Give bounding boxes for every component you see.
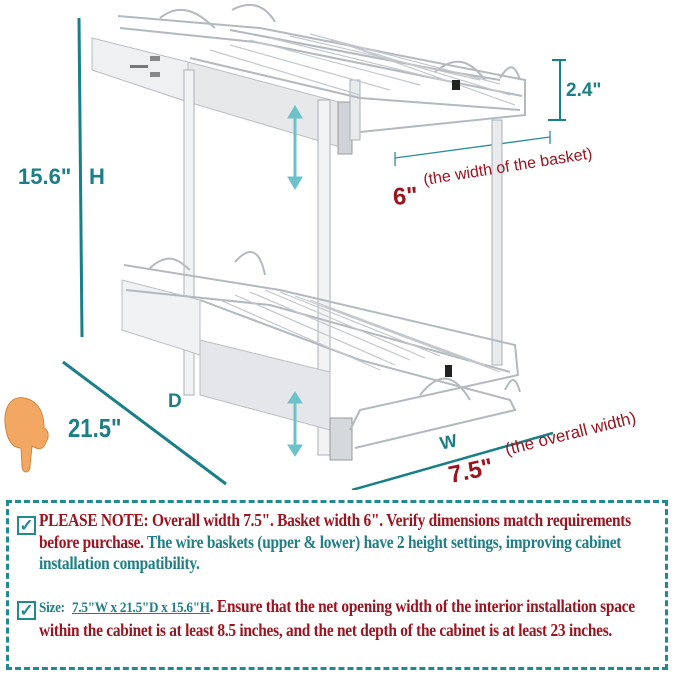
notes-panel: ✓ PLEASE NOTE: Overall width 7.5". Baske… [6,500,668,670]
note-1-info: The wire baskets (upper & lower) have 2 … [39,531,622,574]
basket-height-value: 2.4" [566,80,602,101]
size-label: Size: [39,600,65,616]
depth-value: 21.5" [68,413,122,443]
note-2-requirements: . Ensure that the net opening width of t… [39,596,635,640]
note-1: PLEASE NOTE: Overall width 7.5". Basket … [17,510,659,575]
note-1-warning: PLEASE NOTE: Overall width 7.5". Basket … [39,510,631,552]
depth-label: D [168,391,182,412]
checkmark-icon: ✓ [17,601,36,620]
height-adjust-arrow-upper [287,105,303,190]
organizer-illustration [4,3,566,490]
height-label: H [89,164,105,189]
product-diagram: 15.6" H 21.5" D W 7.5" (the overall widt… [4,3,638,490]
checkmark-icon: ✓ [17,516,36,535]
note-2: Size: 7.5"W x 21.5"D x 15.6"H. Ensure th… [17,596,659,641]
height-value: 15.6" [18,164,72,189]
size-value: 7.5"W x 21.5"D x 15.6"H [71,600,210,616]
height-adjust-arrow-lower [287,391,303,457]
pointing-down-hand-icon [4,397,49,473]
basket-width-value: 6" [392,182,419,211]
